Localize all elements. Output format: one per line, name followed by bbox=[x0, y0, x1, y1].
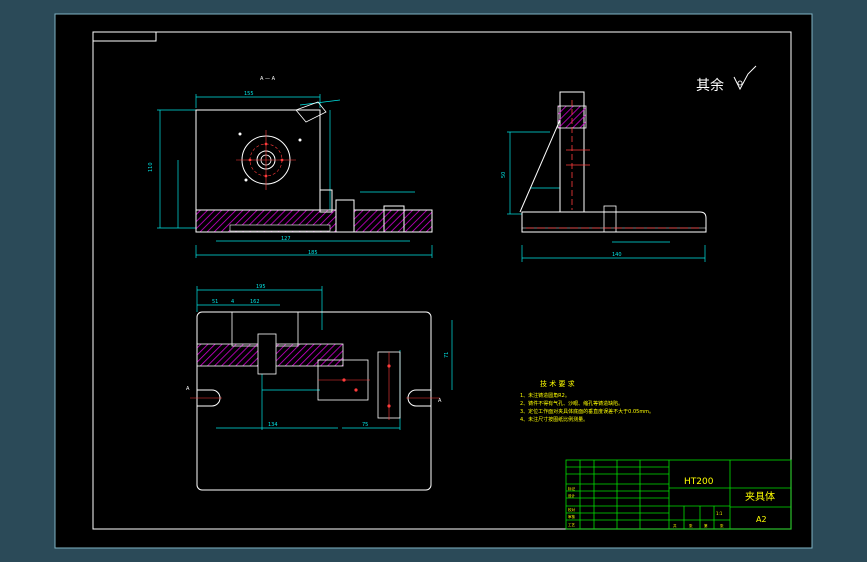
title-block: HT200 夹具体 A2 1:1 标记 设计 校对 审核 工艺 共 张 第 张 bbox=[565, 459, 792, 530]
plan-base-outline bbox=[196, 311, 432, 491]
part-name: 夹具体 bbox=[745, 490, 775, 503]
dim-plan-height: 71 bbox=[444, 352, 450, 358]
front-view: A — A 155 127 185 110 bbox=[148, 76, 433, 258]
dim-plan-d1: 162 bbox=[250, 299, 260, 305]
dim-base-width: 185 bbox=[308, 250, 318, 256]
surface-note-text: 其余 bbox=[696, 77, 724, 94]
row-label: 工艺 bbox=[568, 522, 576, 527]
roughness-symbol-icon bbox=[733, 65, 757, 91]
tech-title: 技 术 要 求 bbox=[540, 379, 575, 388]
view-mark-right: A bbox=[438, 398, 442, 404]
dim-plan-right: 75 bbox=[362, 422, 368, 428]
tech-item: 3、定位工作面对夹具体底面的垂直度误差不大于0.05mm。 bbox=[520, 408, 654, 415]
dim-inner-width: 127 bbox=[281, 236, 291, 242]
sheet-size: A2 bbox=[756, 515, 767, 524]
footer-label: 张 bbox=[689, 523, 693, 528]
material-label: HT200 bbox=[684, 477, 714, 487]
plan-view: 195 162 51 4 134 75 71 A A bbox=[186, 284, 453, 491]
tech-requirements: 技 术 要 求 1、未注铸造圆角R2。 2、铸件不得有气孔、沙眼、缩孔等铸造缺陷… bbox=[520, 379, 654, 423]
side-rib bbox=[519, 119, 561, 213]
row-label: 校对 bbox=[568, 507, 576, 512]
tech-item: 2、铸件不得有气孔、沙眼、缩孔等铸造缺陷。 bbox=[520, 400, 623, 407]
scale-label: 1:1 bbox=[716, 511, 723, 516]
dim-plan-d3: 4 bbox=[231, 299, 234, 305]
footer-label: 张 bbox=[720, 523, 724, 528]
row-label: 标记 bbox=[568, 486, 576, 491]
section-label: A — A bbox=[260, 76, 276, 82]
surface-roughness-note: 其余 bbox=[696, 65, 757, 94]
footer-label: 共 bbox=[673, 523, 677, 528]
footer-label: 第 bbox=[704, 523, 708, 528]
dim-side-width: 140 bbox=[612, 252, 622, 258]
dim-height: 110 bbox=[148, 162, 154, 172]
dim-plan-left: 134 bbox=[268, 422, 278, 428]
dim-top-width: 155 bbox=[244, 91, 254, 97]
tech-item: 4、未注尺寸按图纸比例测量。 bbox=[520, 416, 588, 423]
dim-side-height: 50 bbox=[501, 172, 507, 178]
side-base bbox=[521, 211, 707, 233]
dim-plan-width: 195 bbox=[256, 284, 266, 290]
side-view: 140 50 bbox=[501, 91, 707, 262]
row-label: 审核 bbox=[568, 514, 576, 519]
drawing-frame bbox=[92, 31, 792, 530]
sheet-background bbox=[54, 13, 813, 549]
view-mark-left: A bbox=[186, 386, 190, 392]
tech-item: 1、未注铸造圆角R2。 bbox=[520, 392, 570, 399]
dim-plan-d2: 51 bbox=[212, 299, 218, 305]
row-label: 设计 bbox=[568, 493, 576, 498]
